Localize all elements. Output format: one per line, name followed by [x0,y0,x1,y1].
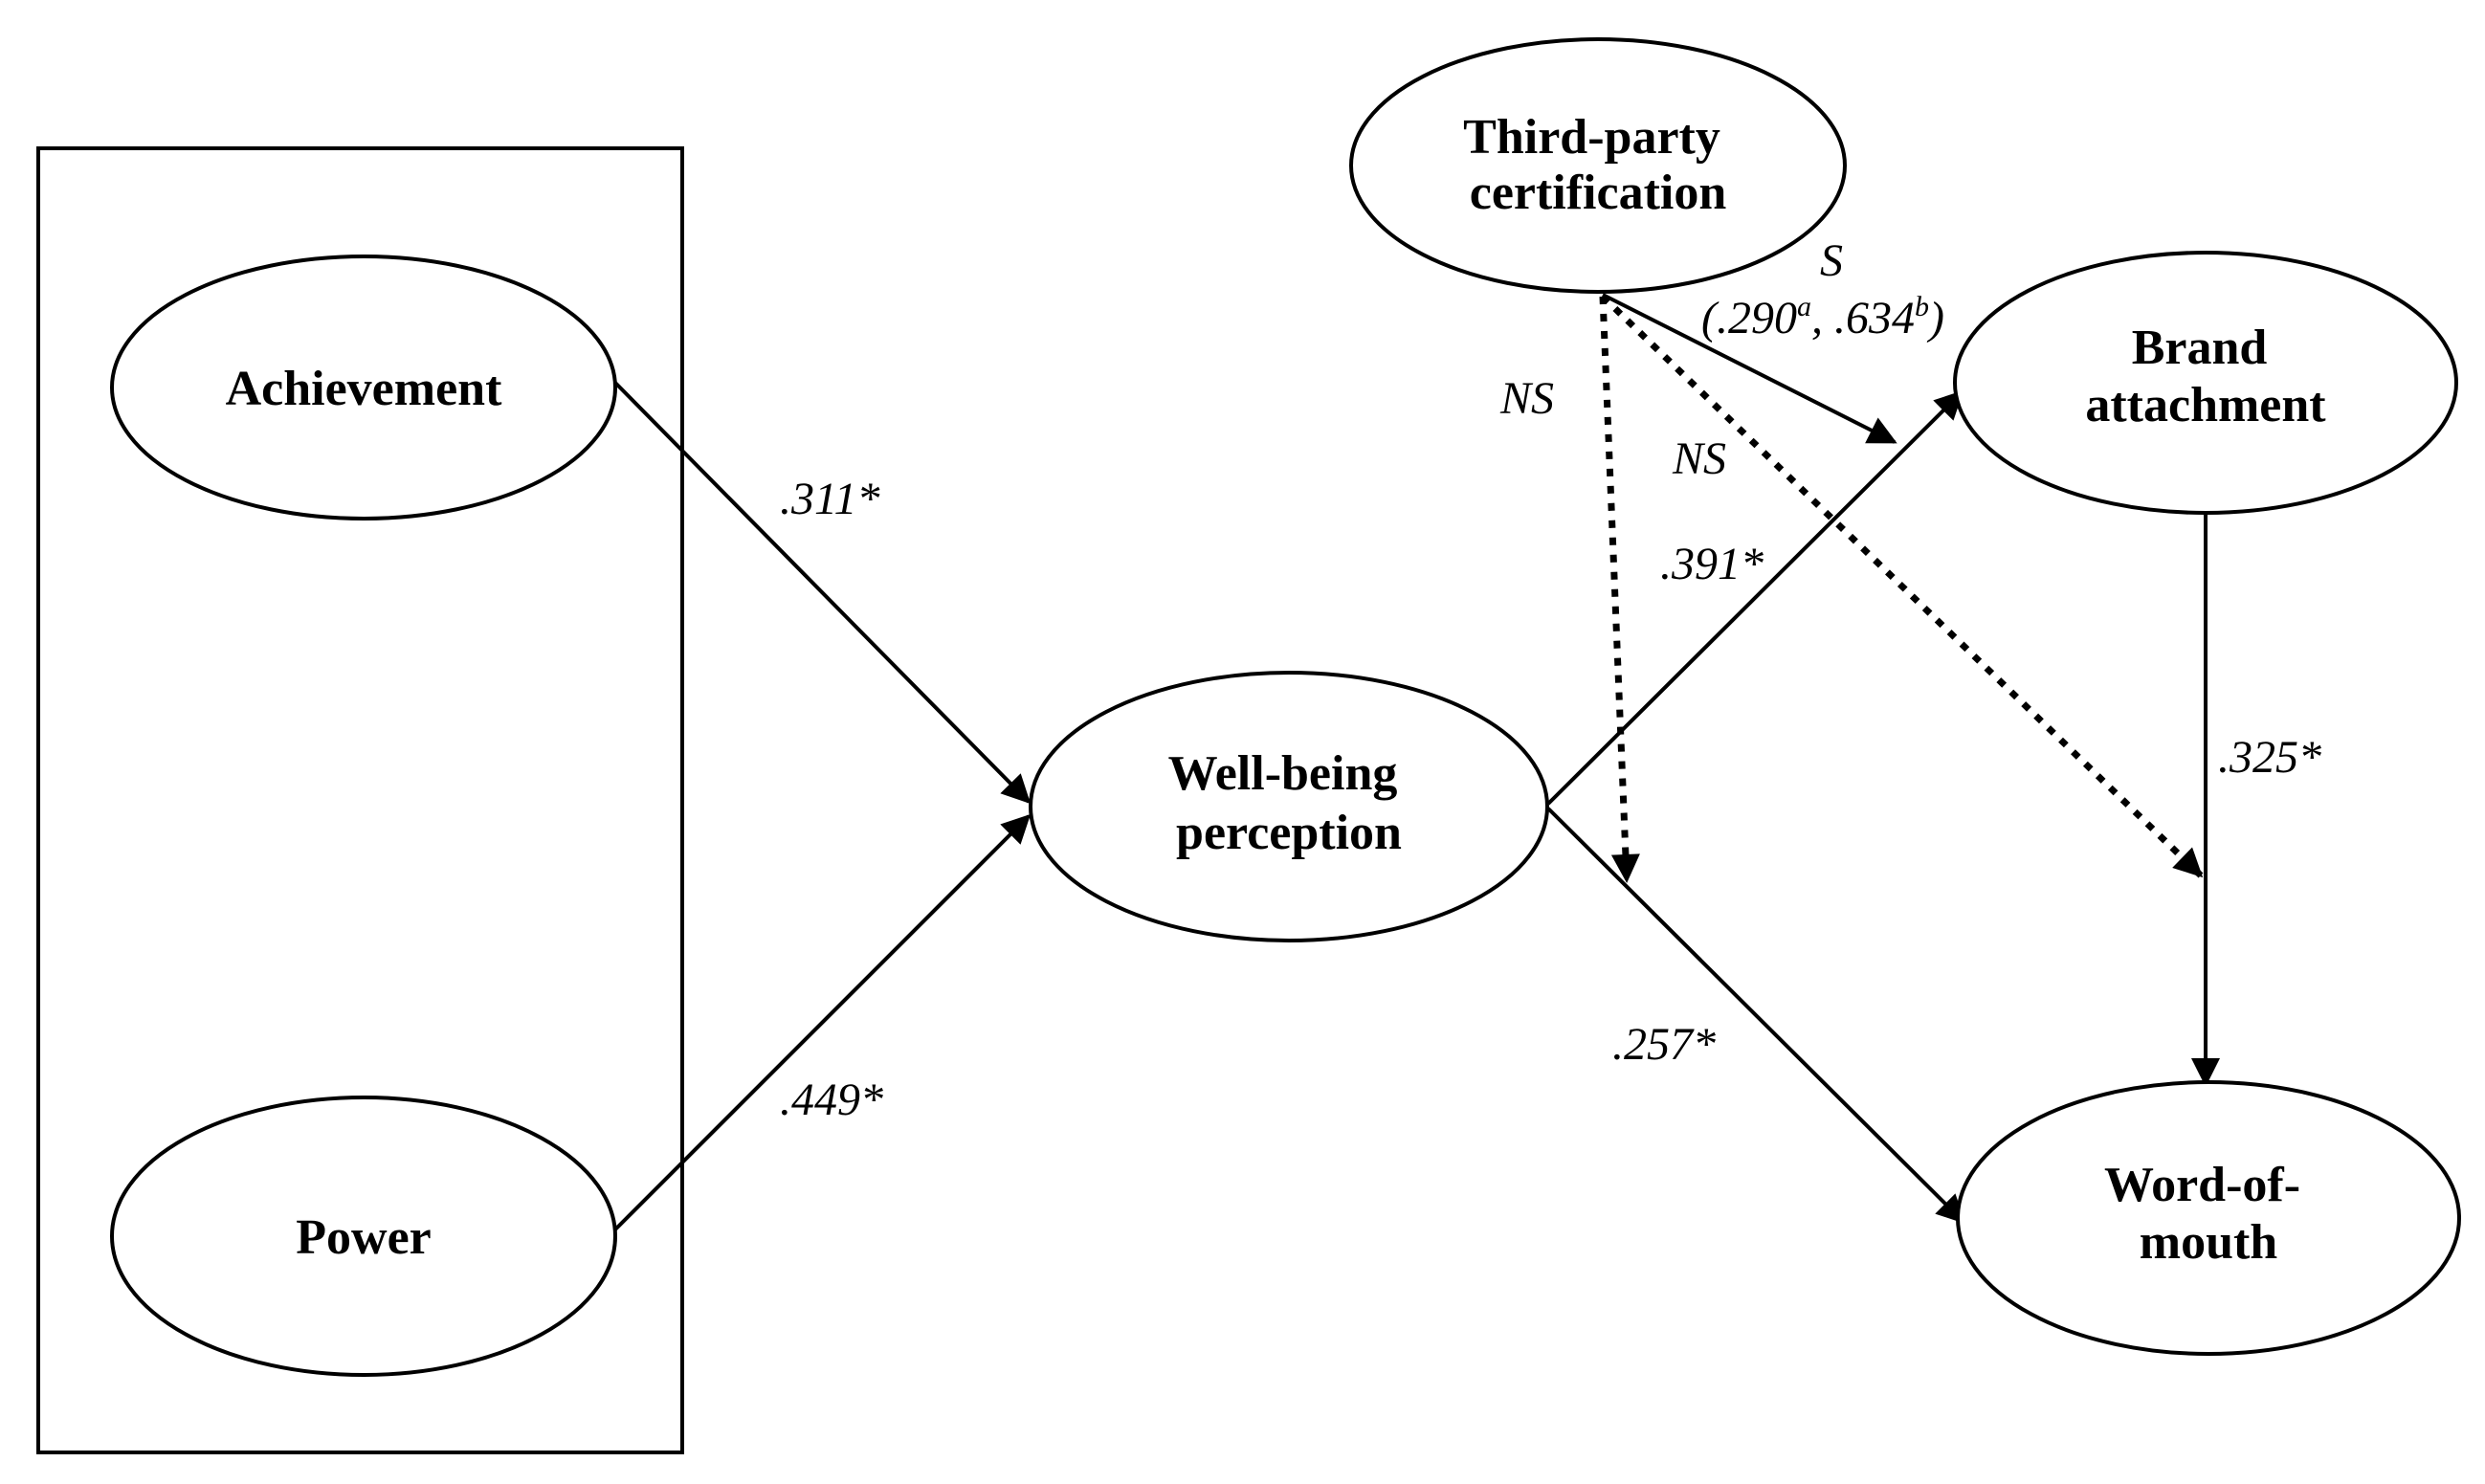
edge-label-third-wellbeing-brand-values: (.290a, .634b) [1701,291,1944,343]
coef-value-b: .634 [1834,293,1915,343]
node-third-party [1349,37,1847,294]
node-wom-label-line2: mouth [2140,1215,2278,1270]
edge-label-power-wellbeing: .449* [780,1074,883,1125]
node-power-label: Power [296,1210,431,1265]
edge-achievement-wellbeing [613,381,1032,805]
node-brand [1953,251,2458,515]
coef-value-a: .290 [1717,293,1797,343]
coef-separator: , [1811,293,1834,343]
edge-label-third-brand-wom: NS [1672,433,1726,484]
node-power [110,1096,617,1377]
node-third-party-label-line2: certification [1470,166,1727,220]
edge-wellbeing-wom [1546,807,1966,1225]
edge-third-wellbeing-brand [1602,293,1897,444]
node-achievement [110,255,617,521]
values-group-box [36,146,684,1454]
node-wom-label: Word-of- mouth [2104,1158,2313,1270]
node-brand-label-line1: Brand [2132,321,2268,375]
node-wellbeing [1029,671,1549,942]
node-third-party-label: Third-party certification [1463,110,1733,220]
node-brand-label-line2: attachment [2085,378,2326,432]
edge-wellbeing-brand [1546,389,1964,806]
edge-power-wellbeing [613,813,1032,1231]
node-wom [1956,1080,2461,1356]
node-brand-label: Brand attachment [2085,321,2326,432]
edge-third-brand-wom [1600,294,2204,878]
node-achievement-label: Achievement [226,362,502,416]
node-wellbeing-label-line1: Well-being [1168,746,1398,801]
node-wom-label-line1: Word-of- [2104,1158,2300,1212]
node-third-party-label-line1: Third-party [1463,110,1720,165]
node-wellbeing-label: Well-being perception [1168,746,1410,860]
node-wellbeing-label-line2: perception [1176,806,1402,860]
edge-label-wellbeing-wom: .257* [1612,1019,1716,1070]
edge-label-brand-wom: .325* [2218,732,2321,783]
edge-label-third-wellbeing-wom: NS [1499,373,1554,424]
coef-close-paren: ) [1926,293,1944,343]
edge-label-third-wellbeing-brand-sig: S [1820,235,1843,286]
edge-third-wellbeing-wom [1599,296,1640,883]
coef-sup-b: b [1915,291,1929,322]
coef-sup-a: a [1797,291,1811,322]
coef-open-paren: ( [1701,293,1720,343]
edge-label-achievement-wellbeing: .311* [780,474,879,524]
edge-label-wellbeing-brand: .391* [1660,539,1764,589]
